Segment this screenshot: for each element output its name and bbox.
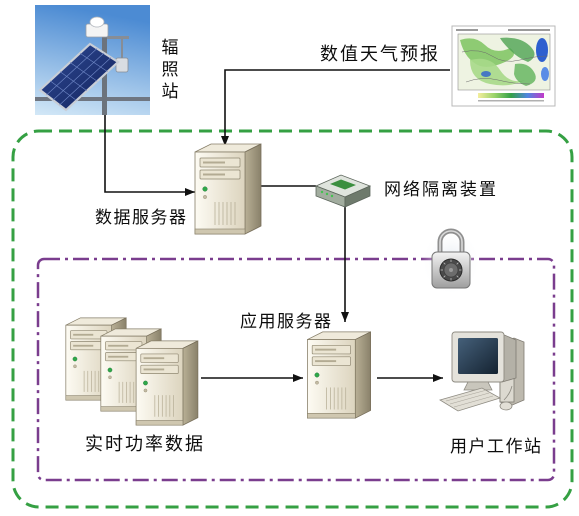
application-server-icon (306, 331, 372, 419)
radiation-station-photo (35, 5, 150, 115)
network-isolation-label: 网络隔离装置 (384, 180, 498, 200)
user-workstation-icon (439, 331, 525, 412)
outer-network-boundary (11, 129, 574, 509)
user-workstation-label: 用户工作站 (450, 437, 543, 457)
radiation-station-label: 辐照站 (161, 38, 179, 102)
nwp-label: 数值天气预报 (320, 44, 440, 65)
realtime-power-data-label: 实时功率数据 (85, 434, 205, 455)
network-isolation-device-icon (314, 174, 372, 208)
data-server-label: 数据服务器 (95, 208, 188, 228)
connector-nwp-to-data-server (221, 69, 450, 146)
inner-application-boundary (36, 257, 556, 482)
application-server-label: 应用服务器 (240, 312, 333, 332)
power-data-server-icon-3 (135, 340, 199, 426)
data-server-icon (194, 143, 262, 235)
realtime-power-data-servers (65, 317, 199, 426)
connector-radiation-to-data-server (104, 115, 195, 196)
padlock-icon (421, 228, 481, 296)
nwp-weather-map (451, 25, 556, 107)
